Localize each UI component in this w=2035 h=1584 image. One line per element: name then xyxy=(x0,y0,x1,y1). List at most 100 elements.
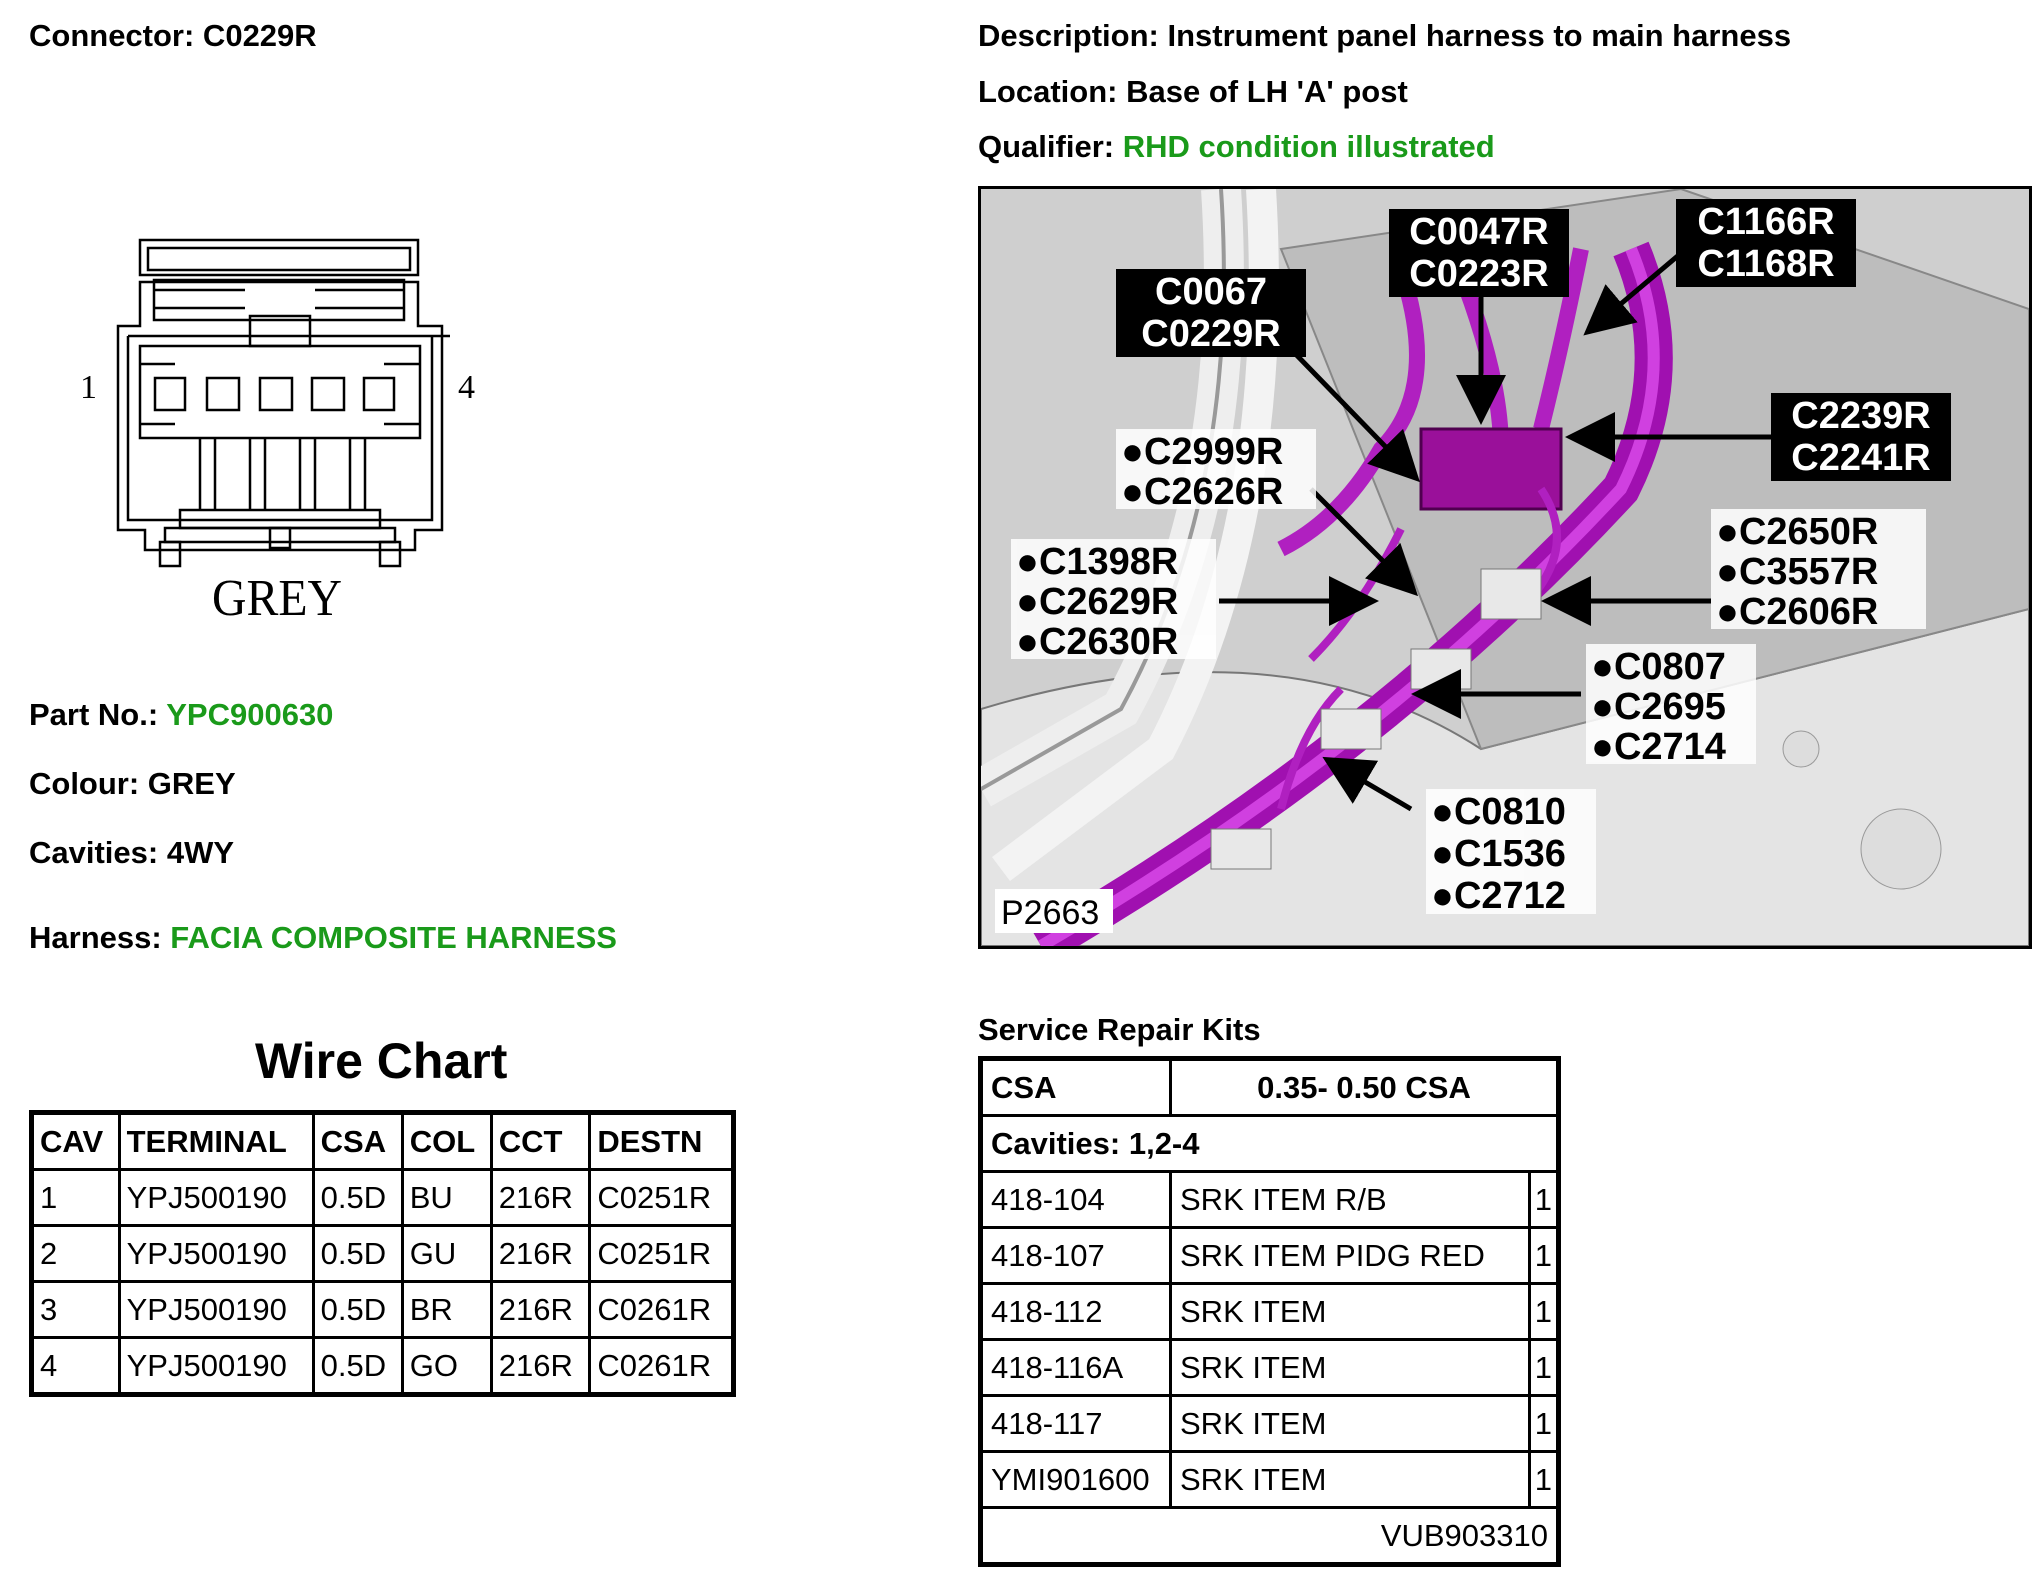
srk-table: CSA 0.35- 0.50 CSA Cavities: 1,2-4 418-1… xyxy=(978,1056,1561,1567)
cell: SRK ITEM xyxy=(1169,1450,1531,1509)
part-number: Part No.: YPC900630 xyxy=(29,697,333,733)
wire-chart-title: Wire Chart xyxy=(255,1033,508,1089)
srk-title: Service Repair Kits xyxy=(978,1012,1261,1047)
tag-c0810-line3: ●C2712 xyxy=(1431,875,1566,917)
cell: 418-104 xyxy=(979,1170,1172,1229)
col-col: COL xyxy=(400,1111,493,1171)
cell: 1 xyxy=(1527,1394,1561,1453)
tag-c0067-line1: C0067 xyxy=(1155,271,1267,313)
tag-c1166-line2: C1168R xyxy=(1697,243,1834,285)
cell: C0251R xyxy=(588,1224,735,1283)
connector-face-drawing: 1 4 GREY xyxy=(80,238,475,627)
tag-c1166-line1: C1166R xyxy=(1697,201,1834,243)
tag-c0807-line3: ●C2714 xyxy=(1591,726,1726,768)
tag-c0067-line2: C0229R xyxy=(1141,313,1280,355)
cell: SRK ITEM PIDG RED xyxy=(1169,1226,1531,1285)
tag-c2650-line1: ●C2650R xyxy=(1716,511,1878,553)
col-cct: CCT xyxy=(489,1111,592,1171)
illustration-svg: C0067 C0229R C0047R C0223R C1166R C1168R… xyxy=(981,189,2029,946)
table-row: 3 YPJ500190 0.5D BR 216R C0261R xyxy=(30,1280,735,1339)
cell: BU xyxy=(400,1168,493,1227)
harness-label: Harness: xyxy=(29,920,171,955)
connector-title: Connector: C0229R xyxy=(29,18,317,53)
table-row: 1 YPJ500190 0.5D BU 216R C0251R xyxy=(30,1168,735,1227)
cell: 216R xyxy=(489,1336,592,1396)
srk-footer: VUB903310 xyxy=(979,1506,1560,1566)
table-row: 418-117 SRK ITEM 1 xyxy=(979,1394,1561,1453)
cell: 418-116A xyxy=(979,1338,1172,1397)
cell: 418-107 xyxy=(979,1226,1172,1285)
tag-c0810-line1: ●C0810 xyxy=(1431,791,1566,833)
cell: 216R xyxy=(489,1224,592,1283)
table-row: 418-116A SRK ITEM 1 xyxy=(979,1338,1561,1397)
cell: 0.5D xyxy=(311,1336,404,1396)
tag-c1398-line1: ●C1398R xyxy=(1016,541,1178,583)
table-row: YMI901600 SRK ITEM 1 xyxy=(979,1450,1561,1509)
cell: 0.5D xyxy=(311,1280,404,1339)
cell: YPJ500190 xyxy=(117,1280,315,1339)
cell: SRK ITEM xyxy=(1169,1282,1531,1341)
cell: 4 xyxy=(30,1336,121,1396)
location-illustration: C0067 C0229R C0047R C0223R C1166R C1168R… xyxy=(978,186,2032,949)
srk-csa-value: 0.35- 0.50 CSA xyxy=(1169,1057,1560,1117)
cell: BR xyxy=(400,1280,493,1339)
cell: C0261R xyxy=(588,1280,735,1339)
colour-text: Colour: GREY xyxy=(29,766,236,801)
tag-c0047-line1: C0047R xyxy=(1409,211,1548,253)
wire-chart-header-row: CAV TERMINAL CSA COL CCT DESTN xyxy=(30,1111,735,1171)
cell: 1 xyxy=(1527,1170,1561,1229)
pin-4-label: 4 xyxy=(458,369,475,406)
cell: 1 xyxy=(30,1168,121,1227)
tag-c0047-line2: C0223R xyxy=(1409,253,1548,295)
wire-chart-table: CAV TERMINAL CSA COL CCT DESTN 1 YPJ5001… xyxy=(29,1110,736,1397)
cell: 0.5D xyxy=(311,1224,404,1283)
table-row: 418-112 SRK ITEM 1 xyxy=(979,1282,1561,1341)
description-text: Description: Instrument panel harness to… xyxy=(978,18,1792,53)
location-text: Location: Base of LH 'A' post xyxy=(978,74,1408,109)
cell: GU xyxy=(400,1224,493,1283)
qualifier-text: Qualifier: RHD condition illustrated xyxy=(978,129,1495,165)
cell: YMI901600 xyxy=(979,1450,1172,1509)
srk-cavities: Cavities: 1,2-4 xyxy=(979,1114,1560,1173)
tag-c1398-line3: ●C2630R xyxy=(1016,621,1178,663)
table-row: 2 YPJ500190 0.5D GU 216R C0251R xyxy=(30,1224,735,1283)
cell: 2 xyxy=(30,1224,121,1283)
harness-value: FACIA COMPOSITE HARNESS xyxy=(170,920,617,955)
tag-c0810-line2: ●C1536 xyxy=(1431,833,1566,875)
table-row: 418-107 SRK ITEM PIDG RED 1 xyxy=(979,1226,1561,1285)
table-row: 4 YPJ500190 0.5D GO 216R C0261R xyxy=(30,1336,735,1396)
tag-c0807-line2: ●C2695 xyxy=(1591,686,1726,728)
col-terminal: TERMINAL xyxy=(117,1111,315,1171)
tag-c2650-line2: ●C3557R xyxy=(1716,551,1878,593)
cell: 0.5D xyxy=(311,1168,404,1227)
cell: GO xyxy=(400,1336,493,1396)
part-label: Part No.: xyxy=(29,697,167,732)
cell: 1 xyxy=(1527,1226,1561,1285)
table-row: 418-104 SRK ITEM R/B 1 xyxy=(979,1170,1561,1229)
col-csa: CSA xyxy=(311,1111,404,1171)
illustration-ref: P2663 xyxy=(1001,894,1099,932)
tag-c2650-line3: ●C2606R xyxy=(1716,591,1878,633)
cell: 418-112 xyxy=(979,1282,1172,1341)
cell: YPJ500190 xyxy=(117,1224,315,1283)
tag-c2999-line1: ●C2999R xyxy=(1121,431,1283,473)
cell: SRK ITEM xyxy=(1169,1394,1531,1453)
cell: 1 xyxy=(1527,1450,1561,1509)
cell: 3 xyxy=(30,1280,121,1339)
col-cav: CAV xyxy=(30,1111,121,1171)
qualifier-label: Qualifier: xyxy=(978,129,1123,164)
cell: YPJ500190 xyxy=(117,1168,315,1227)
cell: YPJ500190 xyxy=(117,1336,315,1396)
cell: SRK ITEM xyxy=(1169,1338,1531,1397)
cell: SRK ITEM R/B xyxy=(1169,1170,1531,1229)
tag-c2239-line2: C2241R xyxy=(1791,437,1930,479)
tag-c2999-line2: ●C2626R xyxy=(1121,471,1283,513)
cell: 418-117 xyxy=(979,1394,1172,1453)
tag-c1398-line2: ●C2629R xyxy=(1016,581,1178,623)
part-value: YPC900630 xyxy=(166,697,334,732)
tag-c2239-line1: C2239R xyxy=(1791,395,1930,437)
srk-footer-row: VUB903310 xyxy=(979,1506,1560,1566)
srk-csa-label: CSA xyxy=(979,1057,1172,1117)
cavities-text: Cavities: 4WY xyxy=(29,835,235,870)
tag-c0807-line1: ●C0807 xyxy=(1591,646,1726,688)
